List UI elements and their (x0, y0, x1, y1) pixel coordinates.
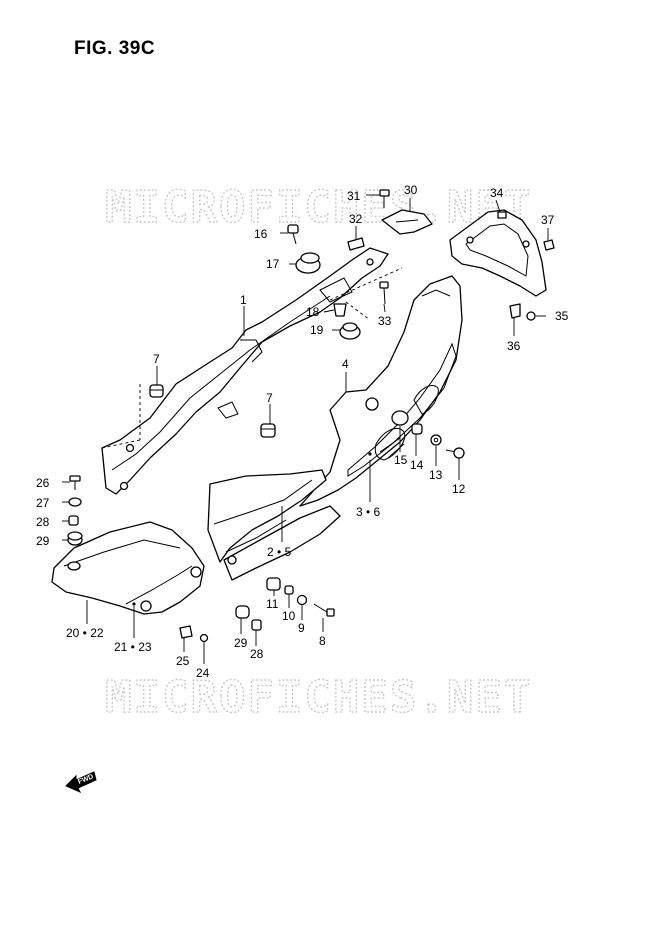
callout-21: 21 • 23 (114, 640, 152, 654)
callout-12: 12 (452, 482, 466, 496)
part-35-screw[interactable] (526, 311, 536, 321)
part-29-grommet-lower[interactable] (235, 605, 250, 619)
callout-37: 37 (541, 213, 555, 227)
part-18-clip[interactable] (333, 303, 347, 317)
callout-10: 10 (282, 609, 296, 623)
callout-32: 32 (349, 212, 363, 226)
part-28-collar-left[interactable] (68, 515, 79, 526)
part-29-grommet-left[interactable] (67, 531, 83, 546)
part-3-side-cover-left[interactable] (223, 505, 341, 581)
callout-26: 26 (36, 476, 50, 490)
part-16-bolt[interactable] (287, 224, 299, 245)
callout-20: 20 • 22 (66, 626, 104, 640)
part-25-nut[interactable] (179, 625, 193, 639)
part-24-screw[interactable] (199, 633, 209, 643)
watermark-bottom: MICROFICHES.NET (105, 672, 532, 723)
part-12-bolt[interactable] (445, 447, 465, 459)
callout-14: 14 (410, 458, 424, 472)
marker-dot (132, 602, 136, 606)
part-7-grommet-lower[interactable] (260, 423, 276, 438)
part-27-washer[interactable] (68, 497, 82, 507)
part-33-bolt[interactable] (379, 281, 389, 305)
callout-31: 31 (347, 189, 361, 203)
part-17-grommet[interactable] (295, 252, 321, 274)
callout-28b: 28 (250, 647, 264, 661)
callout-9: 9 (298, 621, 305, 635)
part-26-screw[interactable] (69, 475, 81, 490)
part-14-collar[interactable] (411, 423, 423, 435)
part-9-washer[interactable] (296, 594, 308, 606)
part-7-grommet-upper[interactable] (149, 384, 164, 398)
watermark-top: MICROFICHES.NET (105, 182, 532, 233)
callout-4: 4 (342, 357, 349, 371)
part-8-bolt[interactable] (313, 603, 335, 617)
callout-24: 24 (196, 666, 210, 680)
figure-title: FIG. 39C (74, 38, 156, 59)
part-30-center-piece[interactable] (381, 209, 433, 235)
callout-28a: 28 (36, 515, 50, 529)
part-15-grommet[interactable] (391, 410, 409, 426)
callout-2: 2 • 5 (267, 545, 292, 559)
callout-7a: 7 (153, 352, 160, 366)
part-2-lower-cover[interactable] (207, 469, 327, 563)
callout-27: 27 (36, 496, 50, 510)
callout-1: 1 (240, 293, 247, 307)
part-36-clip[interactable] (509, 303, 521, 319)
callout-7b: 7 (266, 391, 273, 405)
callout-29a: 29 (36, 534, 50, 548)
part-1-frame-rail[interactable] (101, 247, 389, 495)
part-10-collar[interactable] (284, 585, 294, 595)
part-28-collar-lower[interactable] (251, 619, 262, 631)
part-34-tail-cover[interactable] (449, 209, 547, 297)
callout-33: 33 (378, 314, 392, 328)
callout-8: 8 (319, 634, 326, 648)
part-32-clip[interactable] (347, 237, 365, 251)
callout-34: 34 (490, 186, 504, 200)
part-31-screw[interactable] (379, 189, 390, 208)
part-13-washer[interactable] (430, 434, 442, 446)
fwd-arrow-icon: FWD (65, 771, 97, 793)
callout-15: 15 (394, 453, 408, 467)
callout-25: 25 (176, 654, 190, 668)
callout-16: 16 (254, 227, 268, 241)
callout-11: 11 (266, 597, 279, 611)
callout-13: 13 (429, 468, 443, 482)
part-37-nut[interactable] (543, 239, 555, 251)
callout-29b: 29 (234, 636, 248, 650)
part-19-grommet[interactable] (339, 322, 361, 340)
callout-17: 17 (266, 257, 280, 271)
marker-dot (368, 452, 372, 456)
callout-36: 36 (507, 339, 521, 353)
part-20-lower-cover-left[interactable] (51, 521, 205, 615)
callout-35: 35 (555, 309, 569, 323)
callout-3: 3 • 6 (356, 505, 381, 519)
callout-18: 18 (306, 305, 320, 319)
part-11-grommet[interactable] (266, 577, 281, 591)
leader-lines (62, 194, 549, 664)
callout-19: 19 (310, 323, 324, 337)
callout-30: 30 (404, 183, 418, 197)
callout-labels: 1 2 • 5 3 • 6 4 7 7 8 9 10 11 12 13 14 1… (36, 183, 569, 680)
